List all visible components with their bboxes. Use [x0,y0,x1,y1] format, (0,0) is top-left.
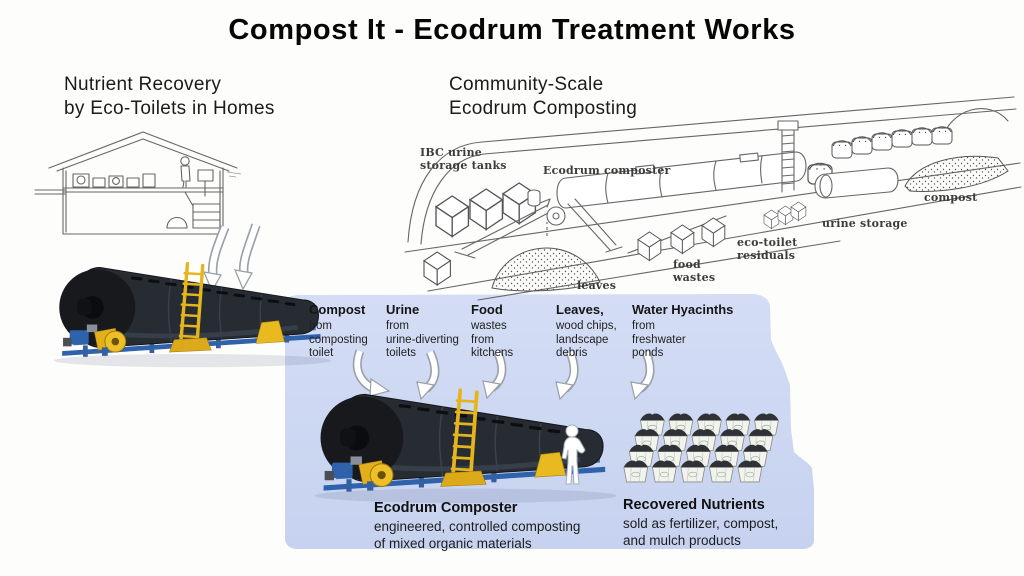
label-eco-toilet-residuals: eco-toilet residuals [737,236,798,262]
input-food: Food wastes from kitchens [471,302,514,359]
left-section-heading: Nutrient Recovery by Eco-Toilets in Home… [64,73,275,121]
scale-person-figure [561,424,586,485]
slide-title: Compost It - Ecodrum Treatment Works [228,14,796,46]
left-heading-line1: Nutrient Recovery [64,74,222,95]
house-cross-section-drawing [34,131,242,235]
input-urine: Urine from urine-diverting toilets [386,302,459,359]
label-leaves: leaves [577,279,617,292]
label-compost: compost [924,191,978,204]
caption-ecodrum-composter: Ecodrum Composter engineered, controlled… [374,500,581,551]
label-food-wastes: food wastes [673,258,716,284]
right-heading-line1: Community-Scale [449,74,604,95]
right-section-heading: Community-Scale Ecodrum Composting [449,73,637,121]
input-flow-arrows [352,349,655,401]
label-ibc-urine-storage-tanks: IBC urine storage tanks [420,146,507,172]
right-heading-line2: Ecodrum Composting [449,98,638,119]
nutrient-bags-grid [623,413,779,483]
caption-recovered-nutrients: Recovered Nutrients sold as fertilizer, … [623,497,779,548]
house-to-drum-arrows [202,223,261,293]
community-site-drawing [404,96,1022,301]
input-leaves: Leaves, wood chips, landscape debris [556,302,617,359]
input-water-hyacinths: Water Hyacinths from freshwater ponds [632,302,734,359]
label-ecodrum-composter: Ecodrum composter [543,164,671,177]
input-compost: Compost from composting toilet [309,302,368,359]
label-urine-storage: urine storage [822,217,908,230]
flow-panel-background [285,294,814,549]
left-heading-line2: by Eco-Toilets in Homes [64,98,275,119]
